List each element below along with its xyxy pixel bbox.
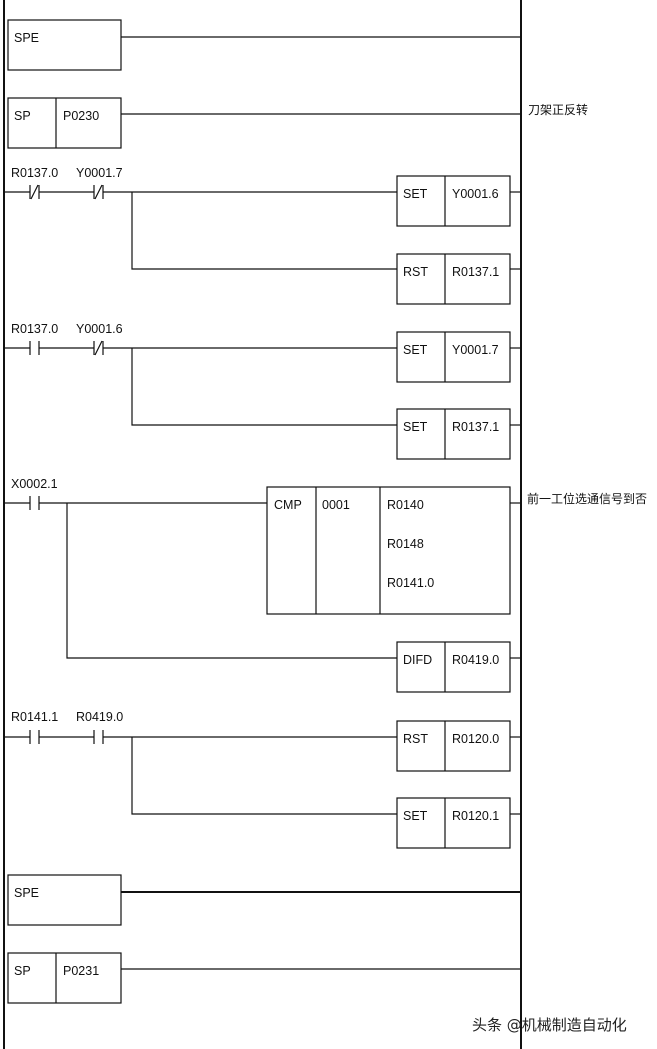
rung-sp-p0231: SP P0231 <box>7 952 521 1004</box>
cmp-output: R0141.0 <box>387 576 434 590</box>
set-coil-box <box>396 331 511 383</box>
coil-op: SET <box>403 343 428 357</box>
cmp-param: 0001 <box>322 498 350 512</box>
sp-program: P0230 <box>63 109 99 123</box>
coil-op: DIFD <box>403 653 432 667</box>
coil-addr: R0137.1 <box>452 420 499 434</box>
spe-label: SPE <box>14 31 39 45</box>
spe-box <box>7 874 122 926</box>
branch-wire <box>131 737 397 815</box>
branch-wire <box>66 503 397 659</box>
sp-box <box>7 97 122 149</box>
contact-label: X0002.1 <box>11 477 58 491</box>
coil-addr: R0120.0 <box>452 732 499 746</box>
rung-spe-1: SPE <box>7 19 521 71</box>
no-contact-r0137-0 <box>29 341 40 355</box>
no-contact-r0419-0 <box>93 730 104 744</box>
set-coil-box <box>396 408 511 460</box>
rst-coil-box <box>396 253 511 305</box>
rung-spe-2: SPE <box>7 874 521 926</box>
coil-op: RST <box>403 732 428 746</box>
sp-program: P0231 <box>63 964 99 978</box>
rung-1: R0137.0 Y0001.7 SET Y0001.6 RST R0137.1 <box>4 166 521 305</box>
nc-contact-y0001-7 <box>93 184 104 200</box>
branch-wire <box>131 348 397 426</box>
sp-comment: 刀架正反转 <box>528 102 588 117</box>
cmp-operand-a: R0140 <box>387 498 424 512</box>
coil-addr: Y0001.6 <box>452 187 499 201</box>
watermark-text: 头条 @机械制造自动化 <box>472 1016 627 1034</box>
contact-label: R0141.1 <box>11 710 58 724</box>
coil-op: SET <box>403 187 428 201</box>
coil-op: SET <box>403 809 428 823</box>
spe-label: SPE <box>14 886 39 900</box>
coil-addr: Y0001.7 <box>452 343 499 357</box>
spe-box <box>7 19 122 71</box>
coil-op: SET <box>403 420 428 434</box>
no-contact-x0002-1 <box>29 496 40 510</box>
sp-label: SP <box>14 964 31 978</box>
rung-3: X0002.1 CMP 0001 R0140 R0148 R0141.0 前一工… <box>4 477 647 693</box>
set-coil-box <box>396 797 511 849</box>
coil-addr: R0137.1 <box>452 265 499 279</box>
nc-contact-r0137-0 <box>29 184 40 200</box>
coil-op: RST <box>403 265 428 279</box>
coil-addr: R0419.0 <box>452 653 499 667</box>
contact-label: Y0001.7 <box>76 166 123 180</box>
contact-label: R0419.0 <box>76 710 123 724</box>
contact-label: R0137.0 <box>11 166 58 180</box>
sp-box <box>7 952 122 1004</box>
rst-coil-box <box>396 720 511 772</box>
rung-sp-p0230: SP P0230 刀架正反转 <box>7 97 588 149</box>
coil-addr: R0120.1 <box>452 809 499 823</box>
difd-coil-box <box>396 641 511 693</box>
rung-comment: 前一工位选通信号到否 <box>527 491 647 506</box>
set-coil-box <box>396 175 511 227</box>
no-contact-r0141-1 <box>29 730 40 744</box>
nc-contact-y0001-6 <box>93 340 104 356</box>
cmp-op: CMP <box>274 498 302 512</box>
cmp-operand-b: R0148 <box>387 537 424 551</box>
sp-label: SP <box>14 109 31 123</box>
contact-label: R0137.0 <box>11 322 58 336</box>
rung-2: R0137.0 Y0001.6 SET Y0001.7 SET R0137.1 <box>4 322 521 460</box>
cmp-function-box <box>266 486 511 615</box>
branch-wire <box>131 192 397 270</box>
contact-label: Y0001.6 <box>76 322 123 336</box>
rung-4: R0141.1 R0419.0 RST R0120.0 SET R0120.1 <box>4 710 521 849</box>
